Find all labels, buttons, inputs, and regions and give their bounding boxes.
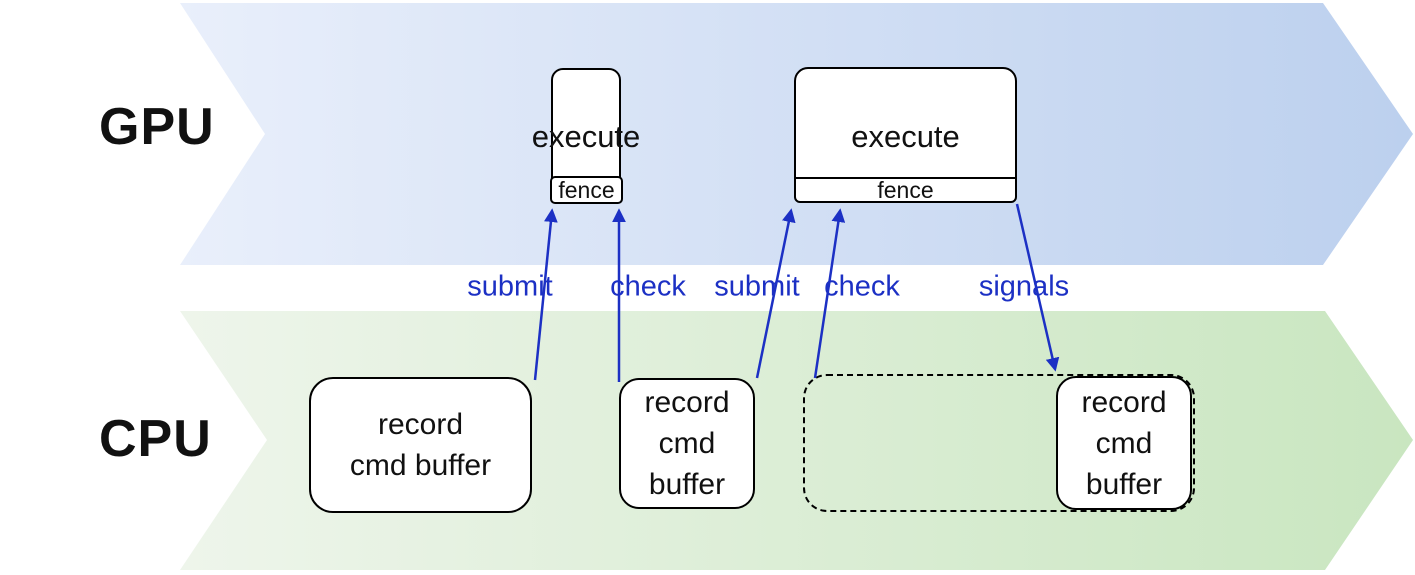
execute-box-2-label: execute (851, 119, 960, 154)
check-label-1: check (610, 270, 686, 303)
record-box-2: record cmd buffer (619, 378, 755, 509)
check-label-2: check (824, 270, 900, 303)
execute-box-1-label: execute (531, 119, 641, 154)
fence-box-2: fence (794, 177, 1017, 203)
submit-label-2: submit (714, 270, 800, 303)
submit-label-1: submit (467, 270, 553, 303)
record-box-3: record cmd buffer (1056, 376, 1192, 510)
record-box-1: record cmd buffer (309, 377, 532, 513)
cpu-label: CPU (99, 410, 212, 468)
signals-label: signals (978, 270, 1070, 303)
gpu-label: GPU (99, 98, 215, 156)
execute-box-2: execute (794, 67, 1017, 180)
fence-box-1: fence (550, 176, 623, 204)
